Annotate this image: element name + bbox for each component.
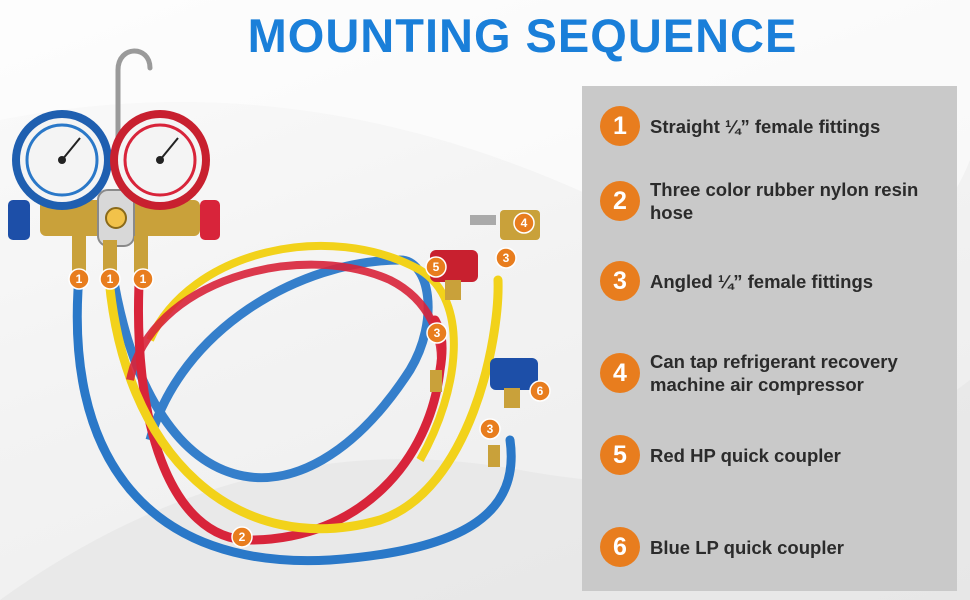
callout-5: 5 xyxy=(433,260,440,274)
step-label: Straight ¼” female fittings xyxy=(650,115,881,137)
step-number-badge: 4 xyxy=(600,353,640,393)
red-hose-loop xyxy=(126,260,445,381)
step-label: Can tap refrigerant recovery machine air… xyxy=(650,351,898,395)
manifold-gauge-illustration: 1 1 1 2 3 3 3 4 5 6 xyxy=(8,48,551,566)
yellow-hose xyxy=(103,260,503,534)
step-label: Blue LP quick coupler xyxy=(650,536,844,558)
page-title: MOUNTING SEQUENCE xyxy=(247,9,798,62)
yellow-hose-loop xyxy=(146,241,458,462)
step-1: 1 Straight ¼” female fittings xyxy=(600,106,950,146)
blue-coupler-icon xyxy=(490,358,538,408)
blue-valve-knob xyxy=(8,200,30,240)
callout-3c: 3 xyxy=(487,422,494,436)
step-label: Angled ¼” female fittings xyxy=(650,270,874,292)
step-number-badge: 1 xyxy=(600,106,640,146)
sequence-panel: 1 Straight ¼” female fittings 2 Three co… xyxy=(582,86,957,591)
step-3: 3 Angled ¼” female fittings xyxy=(600,261,950,301)
step-6: 6 Blue LP quick coupler xyxy=(600,527,950,567)
red-valve-knob xyxy=(200,200,220,240)
step-number-badge: 3 xyxy=(600,261,640,301)
step-number-badge: 2 xyxy=(600,181,640,221)
callout-4: 4 xyxy=(521,216,528,230)
callout-badges: 1 1 1 2 3 3 3 4 5 6 xyxy=(68,212,551,548)
step-label: Three color rubber nylon resin hose xyxy=(650,179,919,223)
hook-icon xyxy=(115,48,153,173)
step-4: 4 Can tap refrigerant recovery machine a… xyxy=(600,350,950,396)
step-number-badge: 5 xyxy=(600,435,640,475)
blue-hose-loop xyxy=(107,255,433,482)
step-label: Red HP quick coupler xyxy=(650,444,841,466)
callout-2: 2 xyxy=(239,530,246,544)
blue-gauge-icon xyxy=(12,110,112,210)
step-2: 2 Three color rubber nylon resin hose xyxy=(600,178,950,224)
callout-3a: 3 xyxy=(503,251,510,265)
callout-1c: 1 xyxy=(140,272,147,286)
blue-hose xyxy=(72,260,516,566)
callout-1b: 1 xyxy=(107,272,114,286)
callout-1a: 1 xyxy=(76,272,83,286)
callout-3b: 3 xyxy=(434,326,441,340)
step-number-badge: 6 xyxy=(600,527,640,567)
callout-6: 6 xyxy=(537,384,544,398)
step-5: 5 Red HP quick coupler xyxy=(600,435,950,475)
red-gauge-icon xyxy=(110,110,210,210)
